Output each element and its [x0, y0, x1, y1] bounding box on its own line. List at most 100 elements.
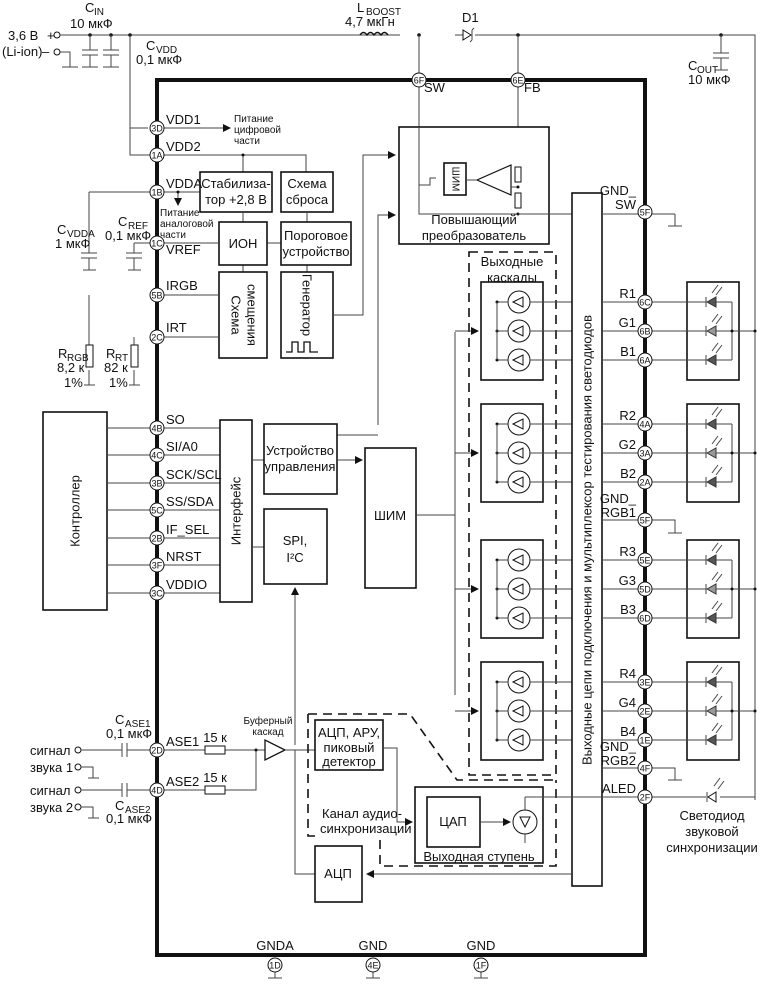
pin-label-r3: R3 [619, 544, 636, 559]
svg-text:АЦП: АЦП [324, 866, 352, 881]
svg-text:Выходные цепи подключения и м: Выходные цепи подключения и мультиплексо… [580, 315, 595, 765]
pin-3e-r4: 3E [637, 674, 653, 690]
svg-text:Контроллер: Контроллер [68, 475, 83, 547]
current-source [495, 699, 572, 723]
svg-text:6B: 6B [639, 327, 650, 337]
svg-text:5E: 5E [639, 556, 650, 566]
svg-text:SPI,: SPI, [283, 533, 308, 548]
svg-text:устройство: устройство [283, 244, 350, 259]
pin-label-si: SI/A0 [166, 439, 198, 454]
pin-label-gndrgb1: GND_ [600, 491, 637, 506]
cout-capacitor: C OUT 10 мкФ [688, 35, 731, 87]
pin-2f-aled: 2F [637, 789, 653, 805]
r-ase2-label: 15 к [203, 770, 227, 785]
pin-label-sw: SW [424, 80, 446, 95]
case2-capacitor: C ASE2 0,1 мкФ [106, 798, 152, 826]
svg-text:R: R [106, 346, 115, 361]
generator-block: Генератор [280, 271, 334, 359]
svg-text:1A: 1A [151, 151, 162, 161]
pin-label-b1: B1 [620, 344, 636, 359]
rgb-led-1 [602, 281, 757, 381]
cvdd-capacitor: C VDD 0,1 мкФ [128, 33, 182, 156]
pin-label-vdd2: VDD2 [166, 139, 201, 154]
svg-text:5F: 5F [640, 208, 651, 218]
svg-text:тор +2,8 В: тор +2,8 В [205, 192, 267, 207]
inductor-lboost: L BOOST 4,7 мкГн [345, 0, 401, 37]
stabilizer-block: Стабилиза- тор +2,8 В [199, 171, 273, 213]
svg-text:1%: 1% [109, 375, 128, 390]
pin-label-gnda: GNDA [256, 938, 294, 953]
pwm-block: ШИМ [364, 447, 417, 589]
svg-text:1E: 1E [639, 736, 650, 746]
svg-text:RT: RT [115, 353, 128, 364]
svg-text:звука 1: звука 1 [30, 760, 73, 775]
pin-1a-vdd2: 1A [149, 147, 165, 163]
pin-2a-b2: 2A [637, 474, 653, 490]
cref-capacitor: C REF 0,1 мкФ [105, 214, 151, 243]
svg-text:ШИМ: ШИМ [374, 508, 406, 523]
svg-text:3A: 3A [639, 449, 650, 459]
pin-label-fb: FB [524, 80, 541, 95]
svg-text:1%: 1% [64, 375, 83, 390]
pin-label-gndrgb2: GND_ [600, 739, 637, 754]
adc-agc-block: АЦП, АРУ, пиковый детектор [314, 719, 384, 771]
output-stage-3 [455, 539, 572, 639]
supply-ground [60, 51, 78, 68]
boost-label-2: преобразователь [422, 228, 526, 243]
current-source [495, 319, 572, 343]
output-stages-label: Выходные [481, 254, 544, 269]
svg-text:VDD: VDD [156, 45, 177, 56]
svg-text:Пороговое: Пороговое [284, 228, 348, 243]
svg-text:каскад: каскад [252, 727, 283, 738]
svg-text:10 мкФ: 10 мкФ [688, 72, 731, 87]
current-source [495, 577, 572, 601]
pin-2b-ifsel: 2B [149, 530, 165, 546]
output-stage-1 [455, 281, 572, 381]
pin-label-r2: R2 [619, 408, 636, 423]
svg-text:4,7 мкГн: 4,7 мкГн [345, 14, 395, 29]
svg-text:ASE2: ASE2 [125, 805, 151, 816]
svg-text:Выходная ступень: Выходная ступень [423, 849, 535, 864]
pin-3b-sck: 3B [149, 475, 165, 491]
svg-text:6F: 6F [414, 76, 425, 86]
svg-text:VDDA: VDDA [67, 229, 95, 240]
svg-text:Схема: Схема [287, 176, 327, 191]
pin-label-g1: G1 [619, 315, 636, 330]
audio-channel-label: Канал аудио- [322, 806, 402, 821]
pin-2c-irt: 2C [149, 329, 165, 345]
pin-label-vddio: VDDIO [166, 577, 207, 592]
svg-text:управления: управления [265, 459, 336, 474]
pin-5f-gndrgb1: 5F [637, 512, 653, 528]
svg-text:REF: REF [128, 221, 148, 232]
svg-text:I²C: I²C [286, 550, 303, 565]
svg-text:2A: 2A [639, 478, 650, 488]
svg-text:4E: 4E [367, 961, 378, 971]
current-source [495, 412, 572, 436]
svg-text:C: C [115, 798, 124, 813]
pin-6e-fb: 6E [510, 72, 526, 88]
pin-1f-gnd2: 1F [473, 957, 489, 973]
pin-label-vref: VREF [166, 242, 201, 257]
svg-text:82 к: 82 к [104, 360, 128, 375]
svg-text:пиковый: пиковый [324, 740, 375, 755]
audio-sync-led: Светодиод звуковой синхронизации [645, 777, 758, 855]
supply-minus-terminal [53, 48, 61, 56]
pin-4b-so: 4B [149, 420, 165, 436]
pin-label-b4: B4 [620, 724, 636, 739]
current-source [495, 728, 572, 752]
pin-5f-gndsw: 5F [637, 204, 653, 220]
svg-text:звуковой: звуковой [685, 824, 738, 839]
current-source [495, 441, 572, 465]
svg-text:2D: 2D [151, 746, 163, 756]
threshold-block: Пороговое устройство [280, 221, 352, 266]
svg-text:0,1 мкФ: 0,1 мкФ [105, 228, 151, 243]
pin-label-g4: G4 [619, 695, 636, 710]
pin-label-g3: G3 [619, 573, 636, 588]
svg-text:Светодиод: Светодиод [679, 808, 744, 823]
svg-text:4A: 4A [639, 420, 650, 430]
svg-text:3E: 3E [639, 678, 650, 688]
audio-channel-group [308, 713, 556, 781]
diode-d1: D1 [462, 10, 479, 43]
output-stages-group [468, 251, 557, 776]
svg-text:10 мкФ: 10 мкФ [70, 16, 113, 31]
